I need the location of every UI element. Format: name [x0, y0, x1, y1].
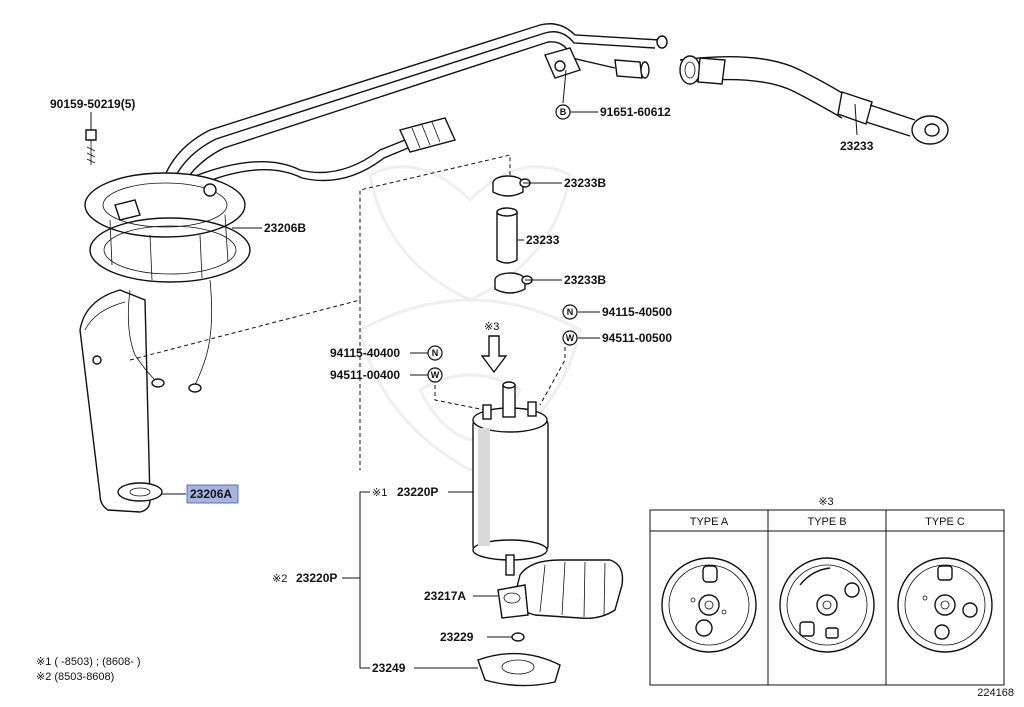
- ref1-tag: ※1: [372, 487, 387, 499]
- highlight-23206a: [186, 484, 239, 504]
- svg-text:W: W: [431, 370, 440, 380]
- svg-text:N: N: [567, 307, 574, 317]
- fuel-hose-23233: [679, 55, 949, 145]
- ref3-arrow-tag: ※3: [484, 321, 499, 333]
- label-23233-short[interactable]: 23233: [526, 233, 560, 247]
- badge-b-91651: B: [555, 104, 571, 120]
- badge-w-left: W: [427, 367, 443, 383]
- type-c-pump-top: [897, 557, 993, 653]
- type-c-header: TYPE C: [925, 516, 965, 528]
- label-23220p-top[interactable]: 23220P: [397, 485, 438, 499]
- diagram-id: 224168: [977, 687, 1014, 699]
- svg-text:B: B: [560, 107, 567, 117]
- fuel-pump: [472, 381, 549, 576]
- type-a-pump-top: [661, 557, 757, 653]
- badge-n-left: N: [427, 345, 443, 361]
- clip-23229: [511, 632, 525, 642]
- type-b-pump-top: [779, 557, 875, 653]
- label-23249[interactable]: 23249: [372, 661, 406, 675]
- callout-brackets: [342, 491, 370, 669]
- clamp-lower: [494, 272, 533, 294]
- cushion-23249: [477, 652, 561, 687]
- ref2-tag: ※2: [272, 573, 287, 585]
- label-23229[interactable]: 23229: [440, 630, 474, 644]
- pump-type-table: ※3 TYPE A TYPE B TYPE C: [649, 496, 1005, 686]
- label-91651[interactable]: 91651-60612: [600, 105, 671, 119]
- label-23206a[interactable]: 23206A: [190, 487, 232, 501]
- type-a-header: TYPE A: [690, 516, 729, 528]
- label-23233b-lower[interactable]: 23233B: [564, 273, 606, 287]
- clamp-upper: [492, 175, 531, 197]
- footnote-2: ※2 (8503-8608): [36, 671, 114, 683]
- hose-short: [496, 207, 518, 264]
- direction-arrow: [480, 335, 508, 374]
- label-23206b[interactable]: 23206B: [264, 221, 306, 235]
- label-94511-00500[interactable]: 94511-00500: [602, 331, 672, 345]
- label-94115-40500[interactable]: 94115-40500: [602, 305, 672, 319]
- label-23233b-upper[interactable]: 23233B: [564, 176, 606, 190]
- type-b-header: TYPE B: [807, 516, 846, 528]
- label-94115-40400[interactable]: 94115-40400: [330, 346, 400, 360]
- types-table-title: ※3: [818, 496, 833, 508]
- assembly-guide-lines: [129, 154, 566, 470]
- badge-n-right: N: [562, 304, 578, 320]
- svg-text:W: W: [566, 333, 575, 343]
- label-23217a[interactable]: 23217A: [424, 589, 466, 603]
- fuel-strainer: [497, 559, 624, 620]
- label-94511-00400[interactable]: 94511-00400: [330, 368, 400, 382]
- label-90159[interactable]: 90159-50219(5): [50, 97, 135, 111]
- footnote-1: ※1 ( -8503) ; (8608- ): [36, 656, 141, 668]
- pump-bracket-assembly: [79, 129, 251, 513]
- leader-lines: [90, 69, 858, 669]
- label-23233-hose[interactable]: 23233: [840, 139, 874, 153]
- badge-w-right: W: [562, 330, 578, 346]
- svg-text:N: N: [432, 348, 439, 358]
- label-23220p-left[interactable]: 23220P: [296, 571, 337, 585]
